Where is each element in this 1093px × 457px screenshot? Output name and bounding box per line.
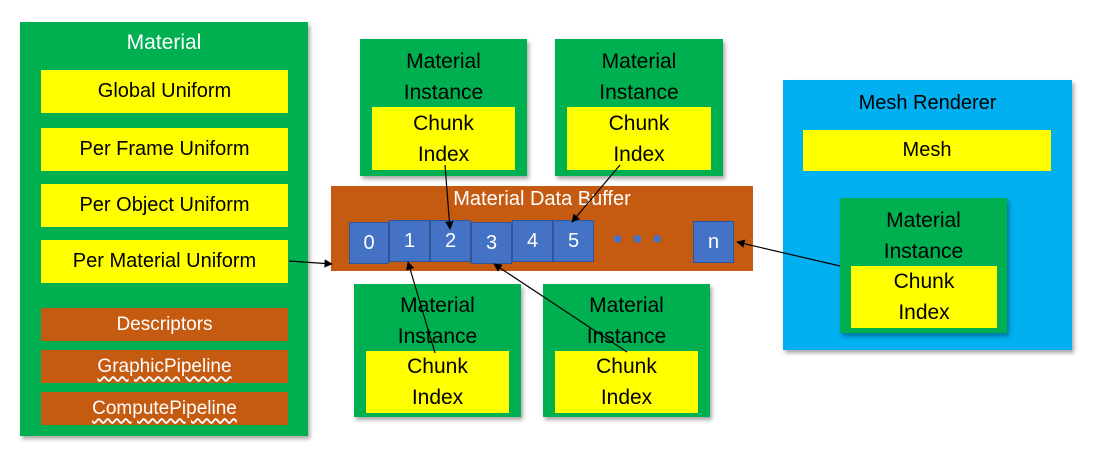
- mesh-block: Mesh: [803, 130, 1051, 171]
- instance-title: Material Instance: [403, 50, 484, 104]
- buffer-ellipsis: ● ● ●: [612, 228, 665, 248]
- buffer-cell-2: 2: [430, 220, 471, 262]
- buffer-cell-1: 1: [389, 220, 430, 262]
- chunk-index-block: Chunk Index: [366, 351, 509, 413]
- instance-title: Material Instance: [397, 294, 478, 348]
- buffer-cell-5: 5: [553, 220, 594, 262]
- buffer-title: Material Data Buffer: [453, 188, 631, 210]
- graphic-pipeline-label: GraphicPipeline: [97, 355, 232, 377]
- mesh-renderer-title: Mesh Renderer: [858, 92, 997, 114]
- per-material-uniform-block: Per Material Uniform: [41, 240, 288, 283]
- buffer-cell-0: 0: [349, 222, 389, 264]
- graphic-pipeline-block: GraphicPipeline: [41, 350, 288, 383]
- descriptors-block: Descriptors: [41, 308, 288, 341]
- buffer-cell-4: 4: [512, 220, 553, 262]
- material-instance-top-right: Material Instance Chunk Index: [555, 39, 723, 176]
- mesh-renderer-panel: Mesh Renderer Mesh Material Instance Chu…: [783, 80, 1072, 350]
- material-instance-bottom-left: Material Instance Chunk Index: [354, 284, 521, 417]
- compute-pipeline-label: ComputePipeline: [92, 397, 237, 419]
- material-instance-bottom-right: Material Instance Chunk Index: [543, 284, 710, 417]
- material-panel: Material Global Uniform Per Frame Unifor…: [20, 22, 308, 436]
- chunk-index-block: Chunk Index: [372, 107, 515, 170]
- per-object-uniform-block: Per Object Uniform: [41, 184, 288, 227]
- buffer-cell-3: 3: [471, 222, 512, 264]
- instance-title: Material Instance: [599, 50, 679, 104]
- material-instance-mesh: Material Instance Chunk Index: [840, 198, 1007, 333]
- per-frame-uniform-block: Per Frame Uniform: [41, 128, 288, 171]
- global-uniform-block: Global Uniform: [41, 70, 288, 113]
- chunk-index-block: Chunk Index: [567, 107, 711, 170]
- chunk-index-block: Chunk Index: [851, 266, 997, 328]
- chunk-index-block: Chunk Index: [555, 351, 698, 413]
- instance-title: Material Instance: [883, 209, 964, 263]
- material-instance-top-left: Material Instance Chunk Index: [360, 39, 527, 176]
- compute-pipeline-block: ComputePipeline: [41, 392, 288, 425]
- instance-title: Material Instance: [586, 294, 667, 348]
- material-title: Material: [126, 31, 202, 54]
- buffer-cell-n: n: [693, 221, 734, 263]
